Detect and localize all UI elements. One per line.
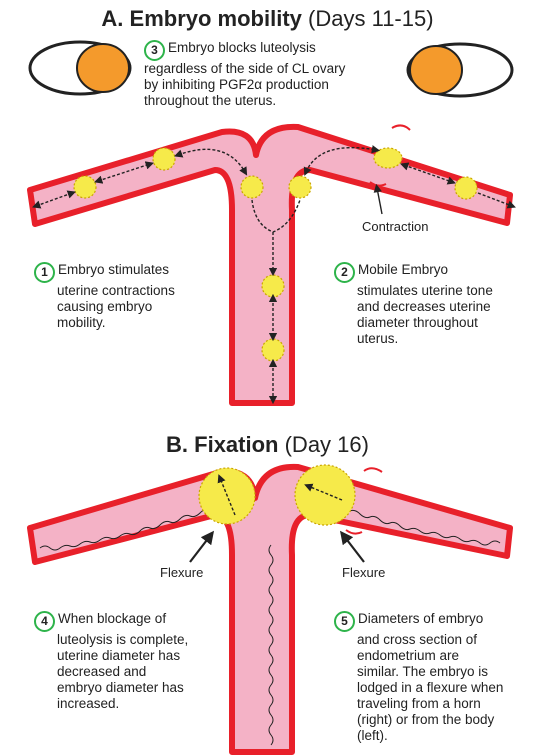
embryo [241, 176, 263, 198]
embryo [262, 275, 284, 297]
contraction-mark-top [392, 125, 410, 130]
note-number-badge: 2 [334, 262, 355, 283]
note-number-badge: 1 [34, 262, 55, 283]
section-a-title-bold: A. Embryo mobility [101, 6, 301, 31]
right-ovary [408, 44, 512, 96]
left-ovary [30, 42, 130, 94]
flexure-mark-bottom [346, 530, 362, 534]
flexure-label-right: Flexure [342, 565, 385, 580]
embryo [374, 148, 402, 168]
embryo-large-right [295, 465, 355, 525]
embryo [74, 176, 96, 198]
embryo [289, 176, 311, 198]
embryo [455, 177, 477, 199]
flexure-pointer-left [190, 536, 210, 562]
note-number-badge: 5 [334, 611, 355, 632]
section-b-title-rest: (Day 16) [285, 432, 369, 457]
embryo [262, 339, 284, 361]
section-a-title-rest: (Days 11-15) [308, 6, 434, 31]
flexure-label-left: Flexure [160, 565, 203, 580]
note-number-badge: 4 [34, 611, 55, 632]
flexure-pointer-right [344, 536, 364, 562]
section-b-title: B. Fixation (Day 16) [0, 432, 535, 458]
note-number-badge: 3 [144, 40, 165, 61]
section-b-title-bold: B. Fixation [166, 432, 278, 457]
contraction-label: Contraction [362, 219, 428, 234]
section-a-title: A. Embryo mobility (Days 11-15) [0, 6, 535, 32]
flexure-mark-top [364, 468, 382, 472]
embryo [153, 148, 175, 170]
